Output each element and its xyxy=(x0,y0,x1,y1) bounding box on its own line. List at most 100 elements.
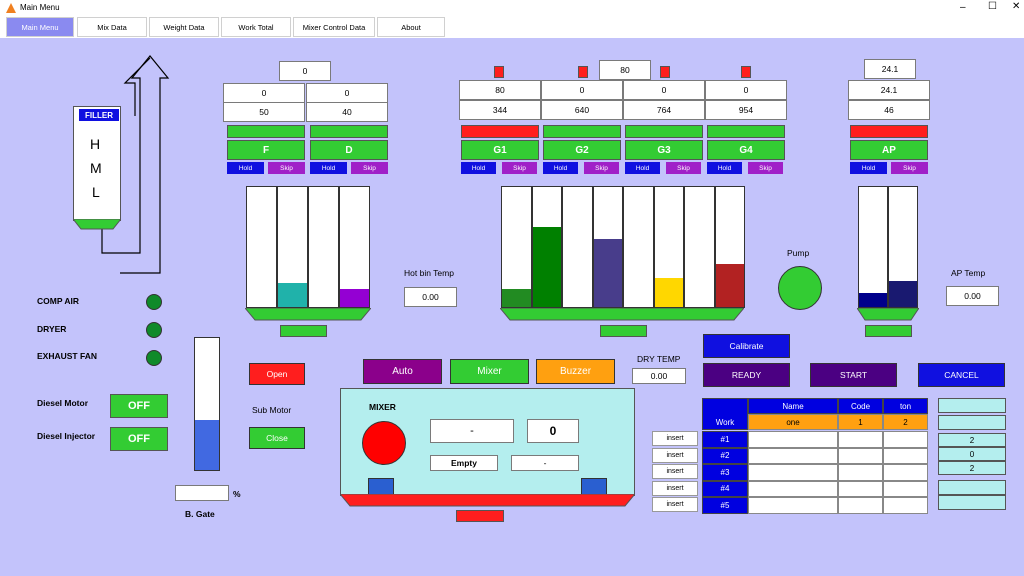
tab-mixer-control-data[interactable]: Mixer Control Data xyxy=(293,17,375,37)
d-skip-button[interactable]: Skip xyxy=(351,162,388,174)
f-bin-button[interactable]: F xyxy=(227,140,305,160)
current-ton-cell: 2 xyxy=(883,414,928,430)
tab-main-menu[interactable]: Main Menu xyxy=(6,17,74,37)
g4-bin-button[interactable]: G4 xyxy=(707,140,785,160)
minimize-icon[interactable]: – xyxy=(960,2,966,13)
g3-skip-button[interactable]: Skip xyxy=(666,162,701,174)
f-value-1[interactable]: 0 xyxy=(223,83,305,103)
g2-bin-button[interactable]: G2 xyxy=(543,140,621,160)
g-bin-column-3 xyxy=(562,186,593,308)
open-button[interactable]: Open xyxy=(249,363,305,385)
g3-value-1[interactable]: 0 xyxy=(623,80,705,100)
diesel-injector-toggle[interactable]: OFF xyxy=(110,427,168,451)
tab-work-total[interactable]: Work Total xyxy=(221,17,291,37)
work-row-2-name-cell[interactable] xyxy=(748,447,838,464)
g4-value-1[interactable]: 0 xyxy=(705,80,787,100)
insert-button-2[interactable]: insert xyxy=(652,447,698,463)
ready-button[interactable]: READY xyxy=(703,363,790,387)
side-value-2 xyxy=(938,415,1006,430)
maximize-icon[interactable]: ☐ xyxy=(988,1,997,12)
cancel-button[interactable]: CANCEL xyxy=(918,363,1005,387)
tab-weight-data[interactable]: Weight Data xyxy=(149,17,219,37)
ap-value-1[interactable]: 24.1 xyxy=(848,80,930,100)
mixer-bottom xyxy=(340,494,635,507)
auto-button[interactable]: Auto xyxy=(363,359,442,384)
hot-bin-temp-label: Hot bin Temp xyxy=(404,268,454,278)
g2-value-1[interactable]: 0 xyxy=(541,80,623,100)
close-button[interactable]: Close xyxy=(249,427,305,449)
close-icon[interactable]: ✕ xyxy=(1012,1,1021,12)
buzzer-button[interactable]: Buzzer xyxy=(536,359,615,384)
g4-hold-button[interactable]: Hold xyxy=(707,162,742,174)
work-row-2-ton-cell[interactable] xyxy=(883,447,928,464)
g1-value-2[interactable]: 344 xyxy=(459,100,541,120)
g4-value-2[interactable]: 954 xyxy=(705,100,787,120)
work-row-3-name-cell[interactable] xyxy=(748,464,838,481)
calibrate-button[interactable]: Calibrate xyxy=(703,334,790,358)
mixer-button[interactable]: Mixer xyxy=(450,359,529,384)
g2-hold-button[interactable]: Hold xyxy=(543,162,578,174)
work-row-4-code-cell[interactable] xyxy=(838,480,883,497)
d-bin-button[interactable]: D xyxy=(310,140,388,160)
f-skip-button[interactable]: Skip xyxy=(268,162,305,174)
f-hold-button[interactable]: Hold xyxy=(227,162,264,174)
ap-value-2[interactable]: 46 xyxy=(848,100,930,120)
g2-value-2[interactable]: 640 xyxy=(541,100,623,120)
d-value-1[interactable]: 0 xyxy=(306,83,388,103)
g1-value-1[interactable]: 80 xyxy=(459,80,541,100)
d-value-2[interactable]: 40 xyxy=(306,102,388,122)
filler-label: FILLER xyxy=(79,109,119,121)
diesel-motor-label: Diesel Motor xyxy=(37,398,89,408)
g1-hold-button[interactable]: Hold xyxy=(461,162,496,174)
ap-bin-button[interactable]: AP xyxy=(850,140,928,160)
side-value-5: 2 xyxy=(938,461,1006,475)
work-row-2-code-cell[interactable] xyxy=(838,447,883,464)
g2-skip-button[interactable]: Skip xyxy=(584,162,619,174)
tab-about[interactable]: About xyxy=(377,17,445,37)
g3-bin-button[interactable]: G3 xyxy=(625,140,703,160)
g1-skip-button[interactable]: Skip xyxy=(502,162,537,174)
tab-mix-data[interactable]: Mix Data xyxy=(77,17,147,37)
work-row-3-code-cell[interactable] xyxy=(838,464,883,481)
work-row-3-ton-cell[interactable] xyxy=(883,464,928,481)
d-hold-button[interactable]: Hold xyxy=(310,162,347,174)
mixer-indicator xyxy=(362,421,406,465)
fd-top-value[interactable]: 0 xyxy=(279,61,331,81)
g4-skip-button[interactable]: Skip xyxy=(748,162,783,174)
insert-button-4[interactable]: insert xyxy=(652,480,698,496)
work-row-1-ton-cell[interactable] xyxy=(883,431,928,448)
diesel-motor-toggle[interactable]: OFF xyxy=(110,394,168,418)
work-row-5-ton-cell[interactable] xyxy=(883,497,928,514)
g3-value-2[interactable]: 764 xyxy=(623,100,705,120)
ap-skip-button[interactable]: Skip xyxy=(891,162,928,174)
ap-bin-column-fill-2 xyxy=(889,281,917,307)
work-row-1-code-cell[interactable] xyxy=(838,431,883,448)
ap-hold-button[interactable]: Hold xyxy=(850,162,887,174)
insert-button-5[interactable]: insert xyxy=(652,497,698,512)
start-button[interactable]: START xyxy=(810,363,897,387)
g-top-value[interactable]: 80 xyxy=(599,60,651,80)
side-value-4: 0 xyxy=(938,447,1006,461)
ap-hopper-bottom xyxy=(857,308,919,321)
ap-bin-column-fill-1 xyxy=(859,293,887,307)
side-value-1 xyxy=(938,398,1006,413)
g3-hold-button[interactable]: Hold xyxy=(625,162,660,174)
ap-top-value[interactable]: 24.1 xyxy=(864,59,916,79)
g1-bin-button[interactable]: G1 xyxy=(461,140,539,160)
g4-indicator xyxy=(741,66,751,78)
fd-bin-column-1 xyxy=(246,186,277,308)
work-row-1-name-cell[interactable] xyxy=(748,431,838,448)
work-row-5-name-cell[interactable] xyxy=(748,497,838,514)
bgate-input[interactable] xyxy=(175,485,229,501)
fd-bin-column-2 xyxy=(277,186,308,308)
work-row-4-name-cell[interactable] xyxy=(748,480,838,497)
work-row-4-ton-cell[interactable] xyxy=(883,480,928,497)
work-row-5-code-cell[interactable] xyxy=(838,497,883,514)
elevator-arrow xyxy=(101,55,170,274)
g-bin-column-2 xyxy=(531,186,562,308)
insert-button-3[interactable]: insert xyxy=(652,464,698,479)
f-value-2[interactable]: 50 xyxy=(223,102,305,122)
g-hopper-bottom xyxy=(500,308,744,321)
bgate-unit: % xyxy=(233,489,241,499)
insert-button-1[interactable]: insert xyxy=(652,431,698,446)
